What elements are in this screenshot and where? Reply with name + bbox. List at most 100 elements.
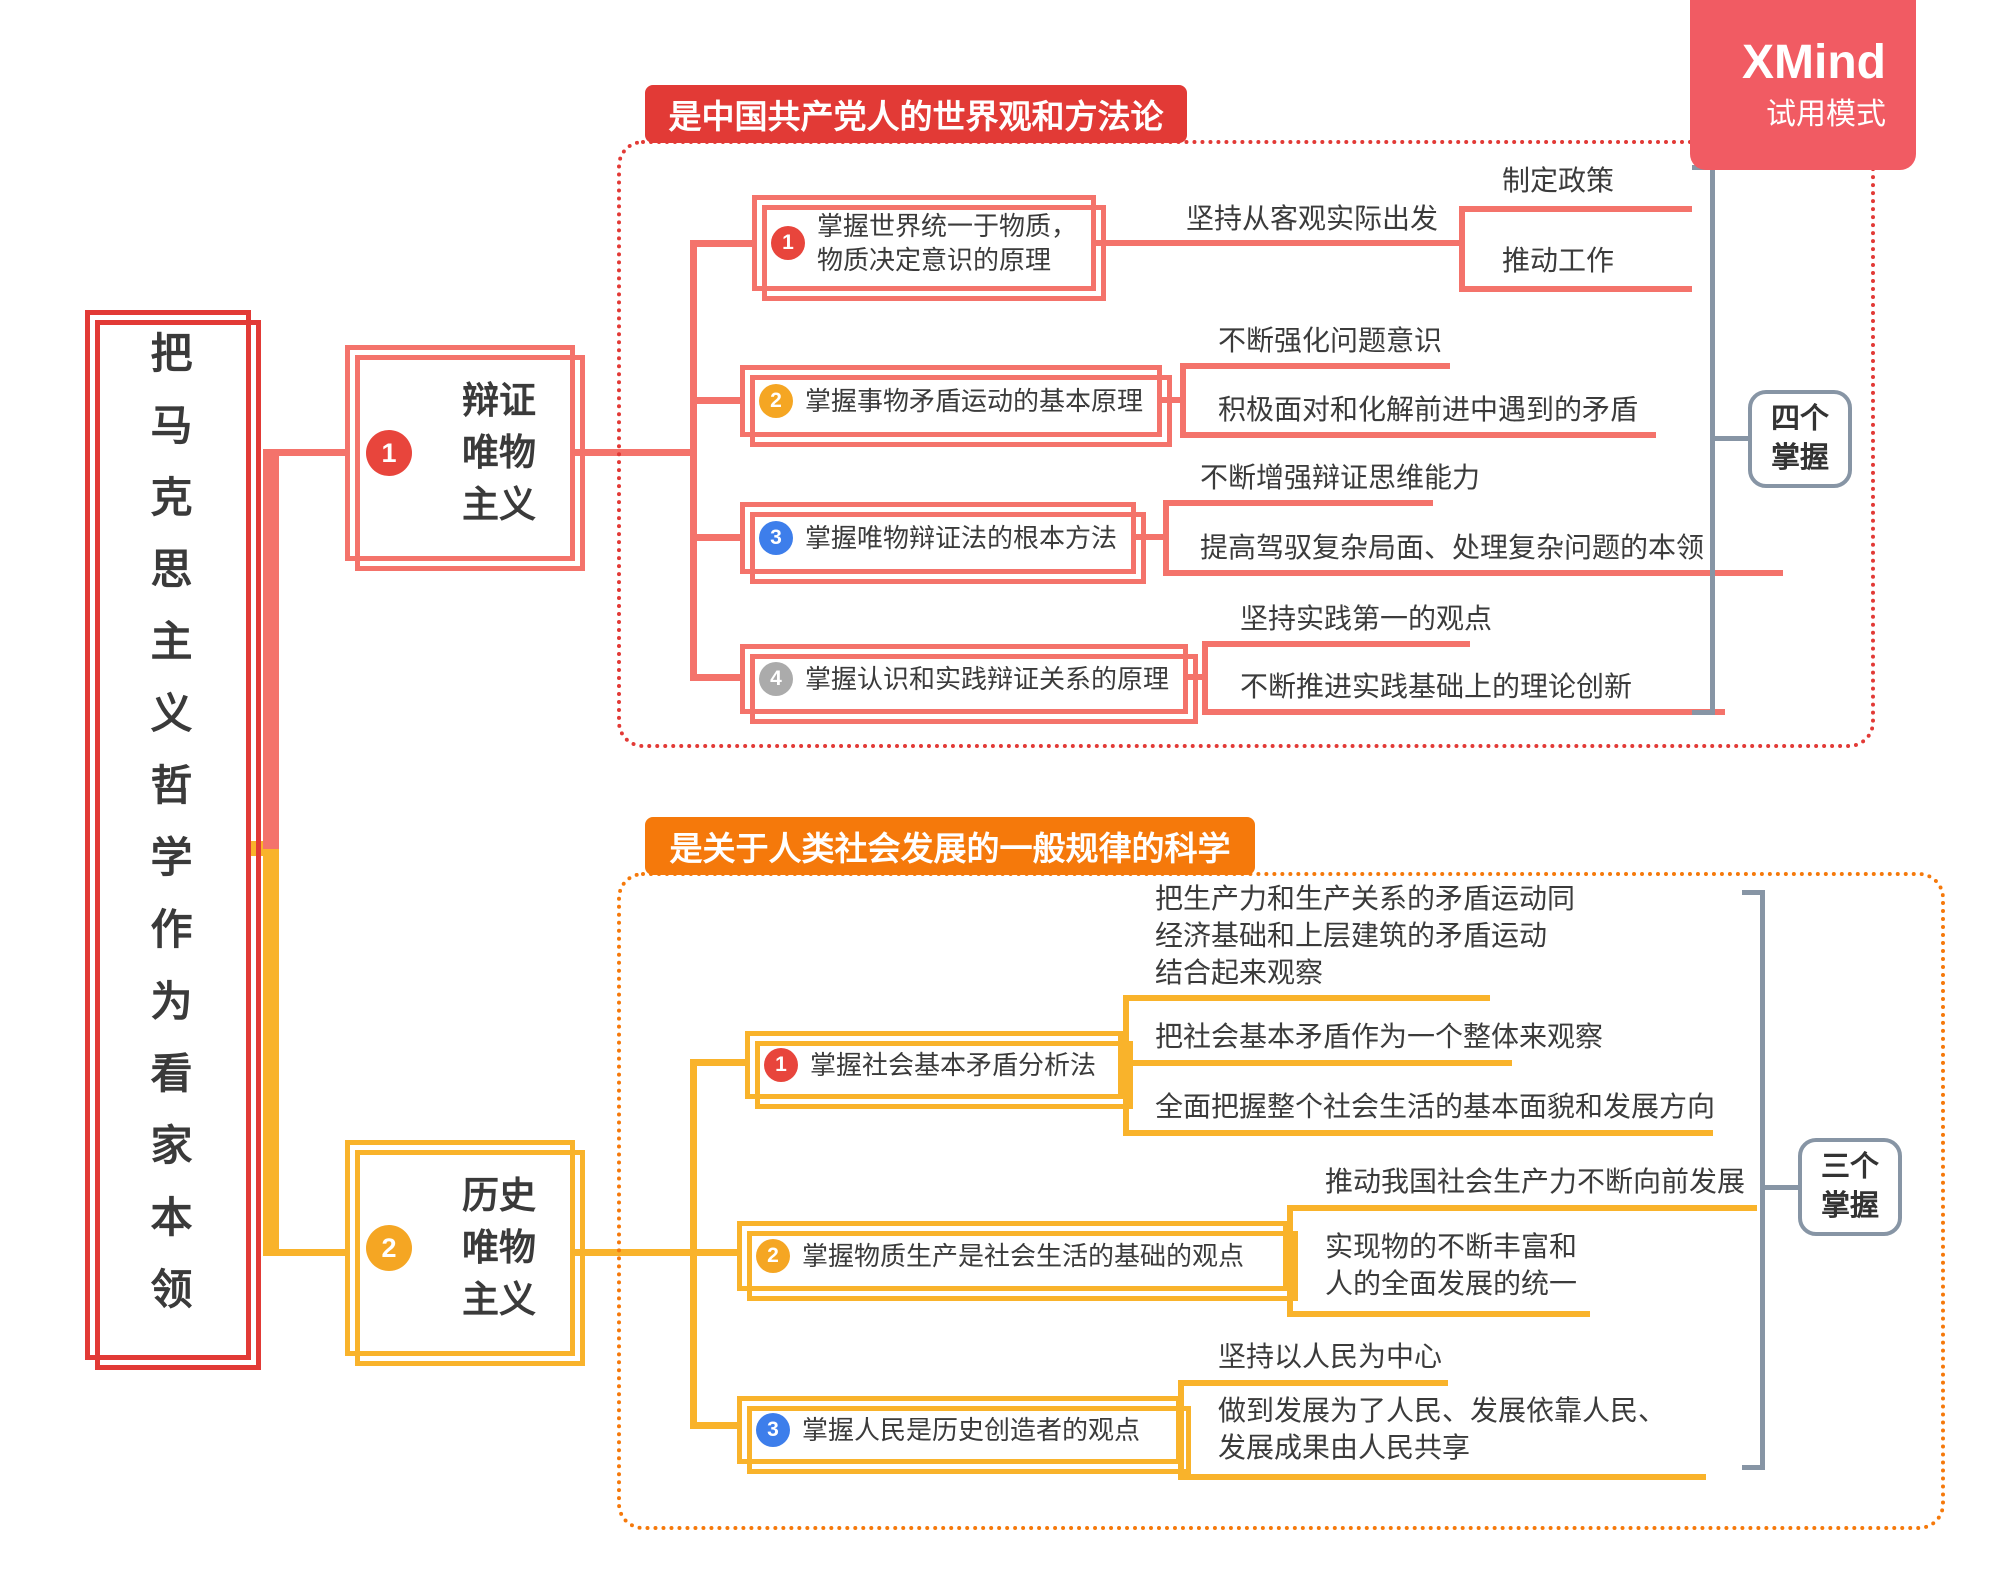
branch2-topic3-text: 掌握人民是历史创造者的观点	[802, 1415, 1141, 1445]
branch2-topic2-text: 掌握物质生产是社会生活的基础的观点	[802, 1241, 1245, 1271]
branch2-summary-cap-bottom	[1742, 1465, 1765, 1470]
branch1-topic2-leaf1-underline	[1180, 363, 1450, 369]
branch1-topic4-leaf1-underline	[1202, 641, 1470, 647]
branch2-group-label[interactable]: 是关于人类社会发展的一般规律的科学	[645, 817, 1255, 875]
branch1-topic1-vbracket	[1459, 206, 1465, 292]
branch2-topic1-leaf3[interactable]: 全面把握整个社会生活的基本面貌和发展方向	[1155, 1091, 1716, 1122]
branch1-group-label[interactable]: 是中国共产党人的世界观和方法论	[645, 85, 1187, 143]
root-topic[interactable]: 把马克思主义哲学作为看家本领	[85, 310, 261, 1370]
branch2-topic2-number: 2	[756, 1239, 790, 1273]
branch1-topic3-leaf2[interactable]: 提高驾驭复杂局面、处理复杂问题的本领	[1200, 532, 1705, 563]
branch1-topic4-leaf1[interactable]: 坚持实践第一的观点	[1240, 603, 1493, 634]
branch2-topic1[interactable]: 1 掌握社会基本矛盾分析法	[745, 1031, 1133, 1109]
branch1-topic4-number: 4	[759, 662, 793, 696]
branch1-topic3-vbracket	[1163, 500, 1169, 576]
branch2-topic3-vbracket	[1178, 1380, 1184, 1480]
branch2-topic[interactable]: 2 历史 唯物 主义	[345, 1140, 585, 1366]
branch2-topic1-number: 1	[764, 1048, 798, 1082]
branch2-topic2-leaf1-underline	[1287, 1205, 1757, 1211]
branch1-topic2-leaf2[interactable]: 积极面对和化解前进中遇到的矛盾	[1218, 394, 1639, 425]
branch1-topic2-leaf2-underline	[1180, 432, 1656, 438]
branch2-topic1-leaf1[interactable]: 把生产力和生产关系的矛盾运动同 经济基础和上层建筑的矛盾运动 结合起来观察	[1155, 883, 1576, 988]
branch1-topic3-leaf2-underline	[1163, 570, 1783, 576]
branch2-title: 历史 唯物 主义	[462, 1175, 536, 1320]
branch1-topic2-vbracket	[1180, 363, 1186, 438]
branch1-group-label-text: 是中国共产党人的世界观和方法论	[668, 98, 1164, 135]
xmind-trial-badge[interactable]: XMind 试用模式	[1690, 0, 1916, 170]
branch2-topic3-leaf2-underline	[1178, 1474, 1706, 1480]
branch2-topic3-number: 3	[756, 1413, 790, 1447]
branch1-topic1-leaf2[interactable]: 推动工作	[1502, 245, 1615, 276]
branch1-topic1-child-underline	[1130, 240, 1465, 246]
branch1-topic3-number: 3	[759, 521, 793, 555]
branch2-summary-bracket	[1760, 890, 1765, 1470]
branch2-group-border	[617, 872, 1945, 1530]
branch1-topic1[interactable]: 1 掌握世界统一于物质， 物质决定意识的原理	[752, 195, 1106, 301]
branch1-topic1-leaf1-underline	[1459, 206, 1692, 212]
branch2-topic3-leaf1-underline	[1178, 1380, 1448, 1386]
branch2-spine-feed	[559, 1249, 690, 1256]
branch1-title: 辩证 唯物 主义	[462, 380, 536, 525]
branch2-topic2-stub	[690, 1249, 740, 1256]
branch2-topic3-leaf1[interactable]: 坚持以人民为中心	[1218, 1341, 1443, 1372]
branch1-topic3-text: 掌握唯物辩证法的根本方法	[805, 523, 1118, 553]
branch1-number-badge: 1	[366, 430, 412, 476]
branch2-summary-cap-top	[1742, 890, 1765, 895]
trunk-line-branch2	[263, 849, 279, 1256]
branch1-topic4-leaf2[interactable]: 不断推进实践基础上的理论创新	[1240, 671, 1633, 702]
branch2-topic1-leaf2-underline	[1123, 1060, 1512, 1066]
branch1-topic4-vbracket	[1202, 641, 1208, 715]
branch1-summary-bracket	[1710, 165, 1715, 715]
branch1-topic1-number: 1	[771, 226, 805, 260]
branch1-topic3-stub	[690, 534, 745, 541]
branch1-topic1-leaf1[interactable]: 制定政策	[1502, 165, 1615, 196]
trial-mode-label: 试用模式	[1766, 98, 1886, 131]
branch1-topic4-text: 掌握认识和实践辩证关系的原理	[805, 664, 1170, 694]
branch1-topic1-text: 掌握世界统一于物质， 物质决定意识的原理	[817, 211, 1078, 275]
branch1-feed-line	[279, 449, 349, 456]
branch2-topic1-text: 掌握社会基本矛盾分析法	[810, 1050, 1097, 1080]
branch2-topic1-leaf3-underline	[1123, 1130, 1713, 1136]
branch1-topic2-stub	[690, 397, 745, 404]
branch1-topic4-leaf2-underline	[1202, 709, 1725, 715]
branch1-topic1-child[interactable]: 坚持从客观实际出发	[1186, 203, 1439, 234]
branch1-topic4[interactable]: 4 掌握认识和实践辩证关系的原理	[740, 644, 1198, 724]
branch1-topic2-number: 2	[759, 384, 793, 418]
trunk-line-branch1	[263, 449, 279, 849]
branch2-summary-topic[interactable]: 三个 掌握	[1798, 1138, 1902, 1236]
branch2-group-label-text: 是关于人类社会发展的一般规律的科学	[669, 830, 1231, 867]
branch1-spine	[690, 240, 697, 681]
branch2-topic1-leaf2[interactable]: 把社会基本矛盾作为一个整体来观察	[1155, 1021, 1604, 1052]
branch1-summary-stub	[1715, 436, 1748, 441]
branch1-topic1-leaf2-underline	[1459, 286, 1692, 292]
branch2-topic3-leaf2[interactable]: 做到发展为了人民、发展依靠人民、 发展成果由人民共享	[1218, 1395, 1667, 1463]
branch1-topic4-out	[1178, 674, 1202, 680]
branch2-topic2-leaf1[interactable]: 推动我国社会生产力不断向前发展	[1325, 1166, 1746, 1197]
branch1-topic2-leaf1[interactable]: 不断强化问题意识	[1218, 325, 1443, 356]
branch2-spine	[690, 1059, 697, 1429]
branch1-topic3-leaf1-underline	[1163, 500, 1433, 506]
branch2-topic1-stub	[690, 1059, 747, 1066]
branch1-topic1-stub	[690, 240, 752, 247]
branch2-summary-stub	[1765, 1185, 1798, 1190]
branch1-topic2-out	[1152, 397, 1180, 403]
branch1-summary-topic[interactable]: 四个 掌握	[1748, 390, 1852, 488]
branch1-topic2[interactable]: 2 掌握事物矛盾运动的基本原理	[740, 365, 1172, 447]
branch2-topic3-stub	[690, 1422, 740, 1429]
branch2-topic2[interactable]: 2 掌握物质生产是社会生活的基础的观点	[737, 1221, 1298, 1301]
branch2-topic3[interactable]: 3 掌握人民是历史创造者的观点	[737, 1396, 1191, 1474]
xmind-logo: XMind	[1742, 36, 1886, 89]
branch1-summary-cap-bottom	[1692, 710, 1715, 715]
branch1-topic[interactable]: 1 辩证 唯物 主义	[345, 345, 585, 571]
branch2-topic2-leaf2[interactable]: 实现物的不断丰富和 人的全面发展的统一	[1325, 1231, 1578, 1299]
branch2-topic1-leaf1-underline	[1123, 995, 1490, 1001]
branch1-spine-feed	[559, 449, 690, 456]
branch1-topic3-leaf1[interactable]: 不断增强辩证思维能力	[1200, 462, 1481, 493]
branch1-topic3[interactable]: 3 掌握唯物辩证法的根本方法	[740, 502, 1146, 584]
branch2-number-badge: 2	[366, 1225, 412, 1271]
branch2-topic2-vbracket	[1287, 1205, 1293, 1317]
branch2-feed-line	[279, 1249, 349, 1256]
branch1-topic4-stub	[690, 674, 745, 681]
branch1-group-border	[617, 140, 1875, 748]
branch1-topic2-text: 掌握事物矛盾运动的基本原理	[805, 386, 1144, 416]
